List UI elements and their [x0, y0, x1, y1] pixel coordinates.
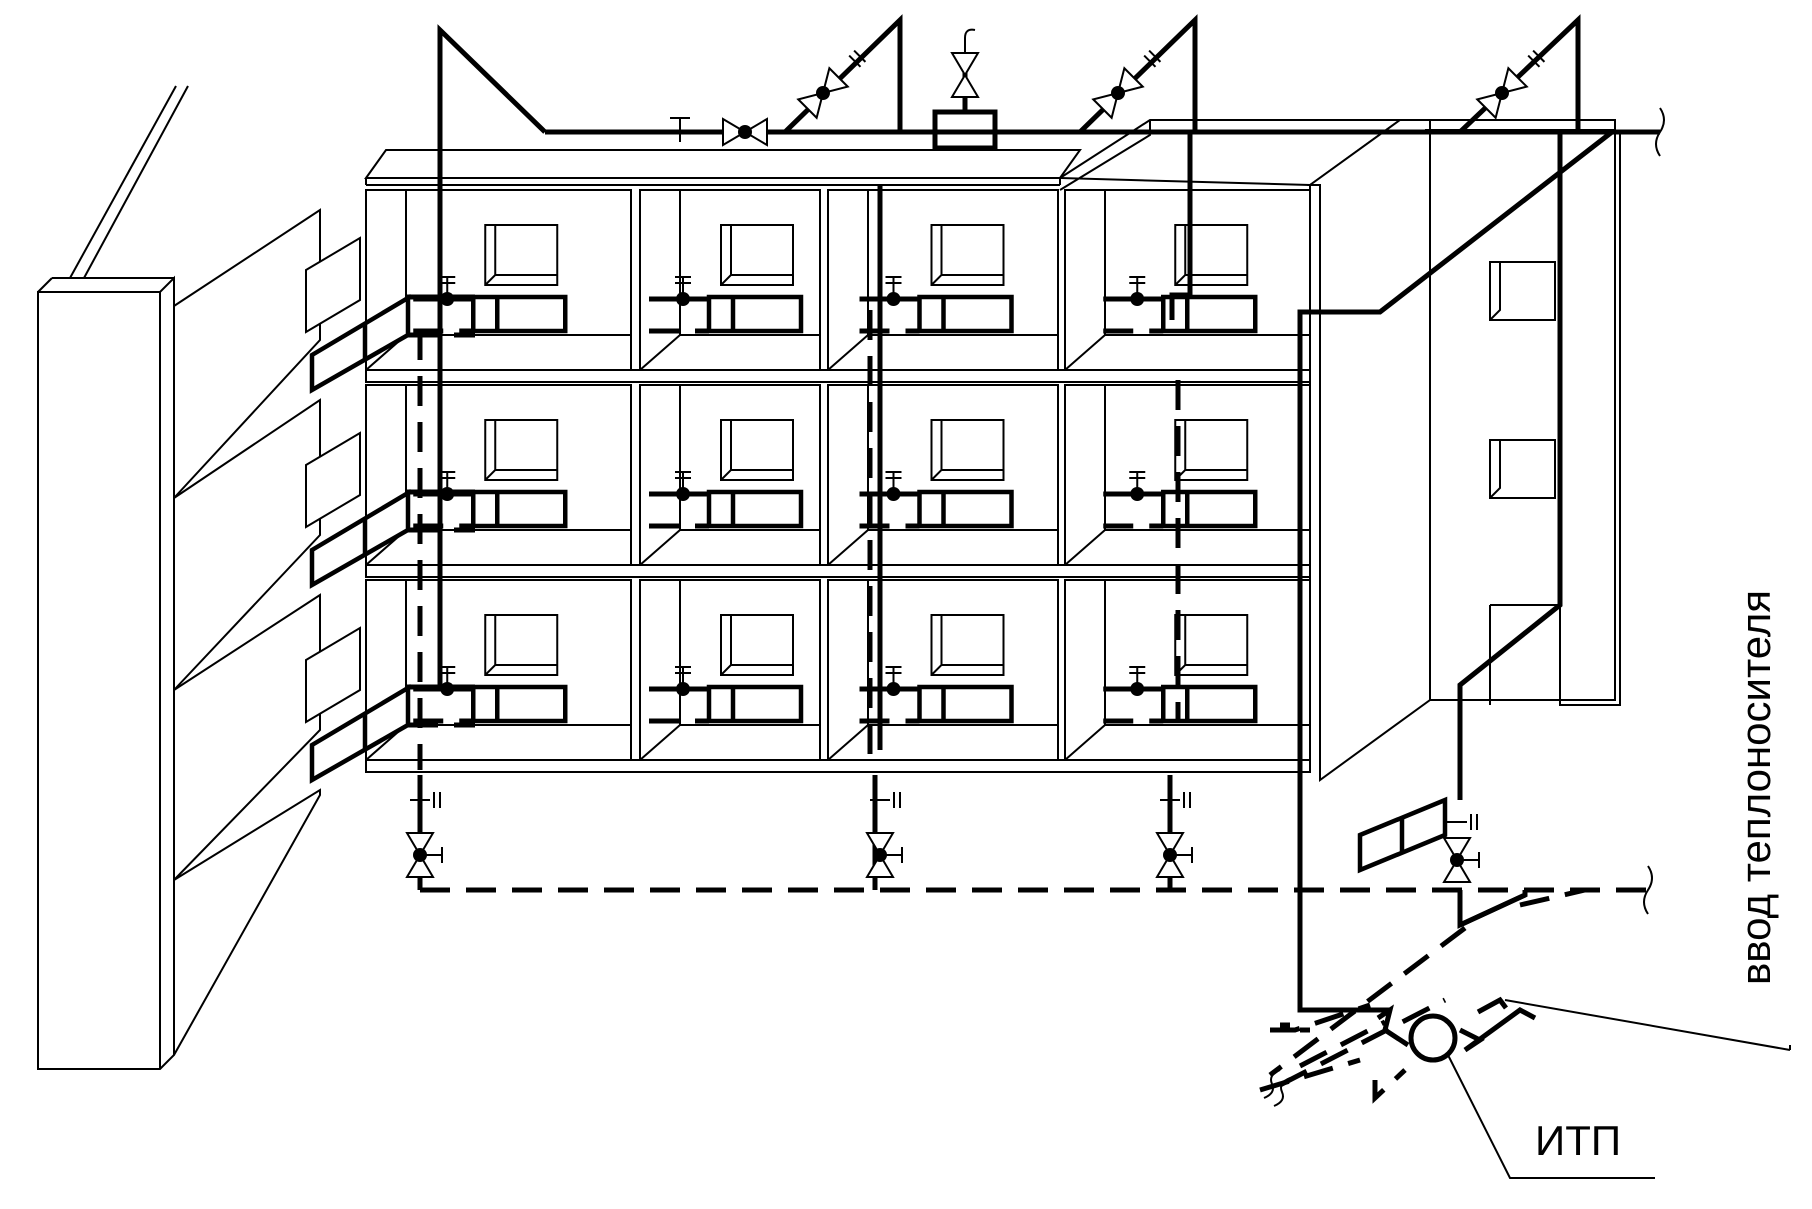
room — [639, 189, 821, 371]
radiator — [706, 489, 804, 529]
valve — [722, 117, 768, 147]
radiator — [706, 684, 804, 724]
valve — [1442, 837, 1480, 883]
itp-label: ИТП — [1535, 1117, 1621, 1164]
drain-tee — [1447, 814, 1478, 830]
room — [639, 579, 821, 761]
air-vent-valve — [796, 49, 867, 120]
drain-tee — [870, 792, 901, 808]
air-vent-valve — [950, 28, 980, 98]
adjacent-building — [37, 85, 321, 1070]
main-building — [364, 119, 1621, 782]
room — [827, 384, 1059, 566]
air-vent-valve — [1475, 49, 1546, 120]
radiator — [471, 294, 568, 334]
window — [305, 431, 361, 529]
room — [365, 189, 632, 371]
coolant-inlet-label: ввод теплоносителя — [1732, 590, 1779, 985]
exterior-radiator — [305, 626, 475, 784]
window — [305, 236, 361, 334]
room — [639, 384, 821, 566]
drain-tee — [410, 792, 441, 808]
room — [365, 579, 632, 761]
room — [1064, 384, 1311, 566]
radiator — [1161, 294, 1258, 334]
room — [365, 384, 632, 566]
valve — [865, 832, 903, 878]
radiator — [471, 684, 568, 724]
drain-plug — [670, 117, 690, 142]
valve — [405, 832, 443, 878]
air-vent-valve — [1091, 49, 1162, 120]
exterior-radiator — [305, 236, 475, 394]
radiator — [706, 294, 804, 334]
radiator — [471, 489, 568, 529]
window — [305, 626, 361, 724]
valve — [1155, 832, 1193, 878]
valve-set — [405, 28, 1546, 883]
room — [1064, 579, 1311, 761]
room — [827, 579, 1059, 761]
radiator — [917, 684, 1014, 724]
itp-unit — [1259, 796, 1791, 1179]
radiator — [917, 294, 1014, 334]
room — [827, 189, 1059, 371]
room-grid — [305, 189, 1311, 784]
radiator — [917, 489, 1014, 529]
drain-tee — [1160, 792, 1191, 808]
